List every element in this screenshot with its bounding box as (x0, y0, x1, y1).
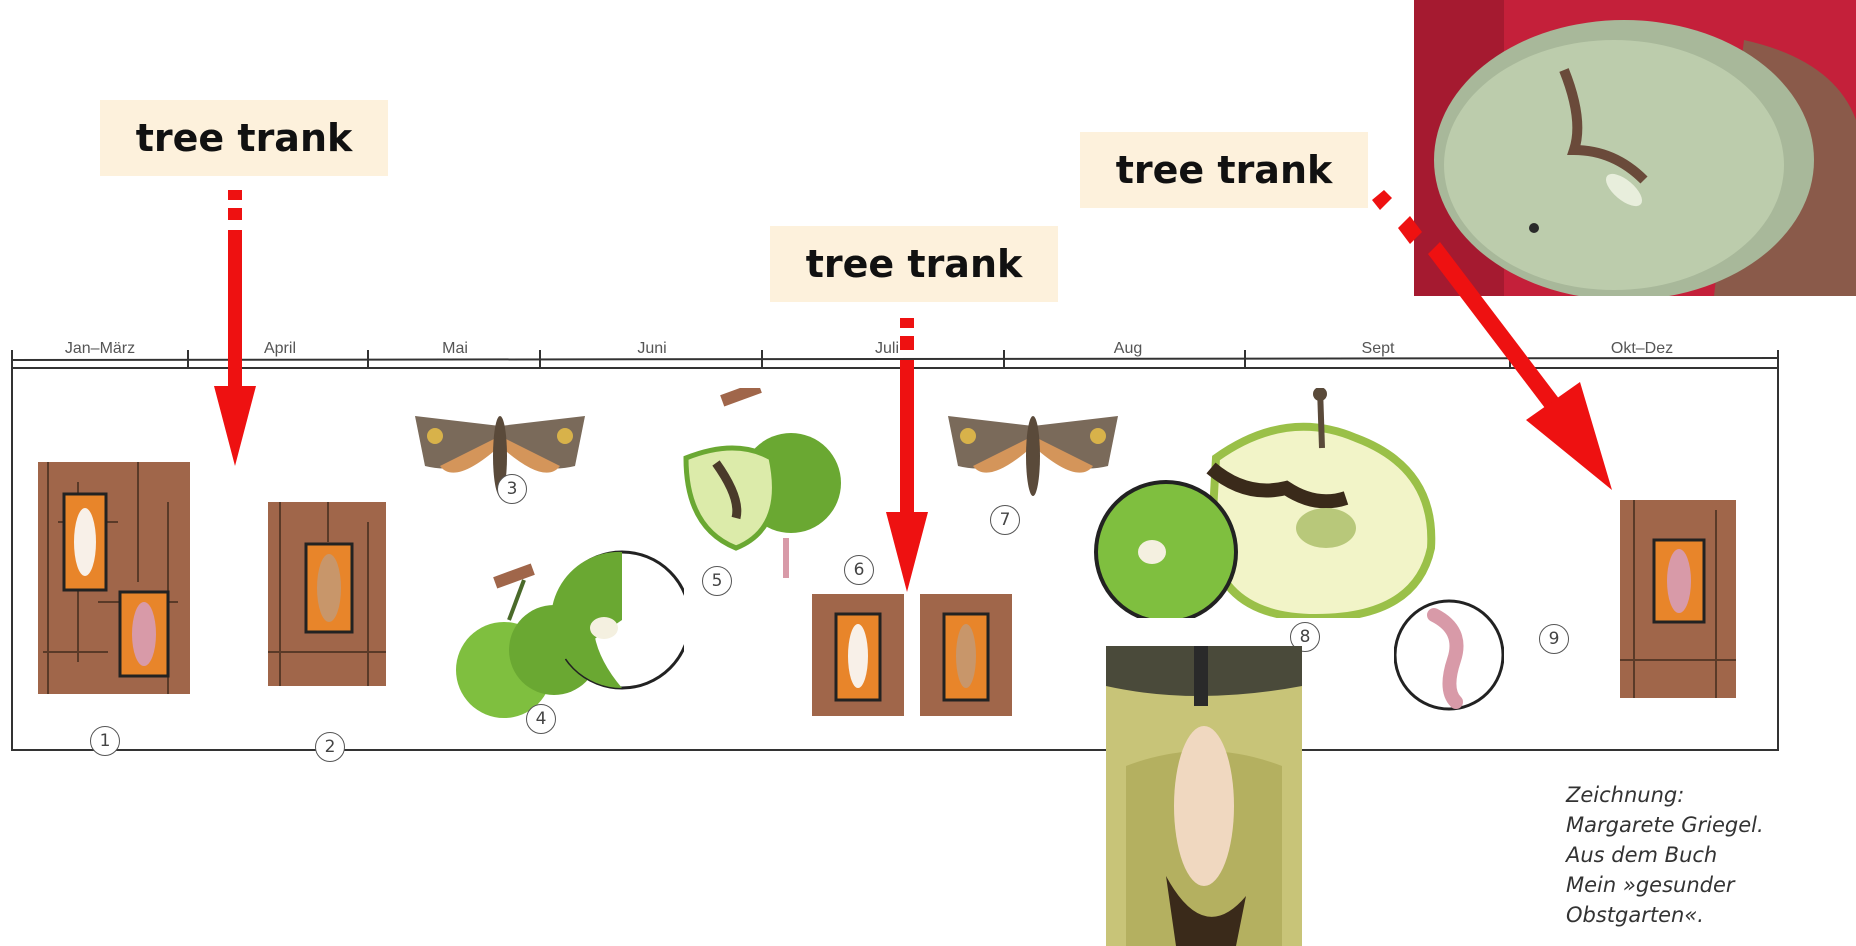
arrow-2-head (886, 512, 928, 592)
arrow-2-dash-a (900, 318, 914, 328)
illustration-credit: Zeichnung: Margarete Griegel. Aus dem Bu… (1566, 780, 1764, 930)
arrow-2-shaft (900, 360, 914, 520)
arrow-1-head (214, 386, 256, 466)
arrow-3-shaft (1428, 242, 1560, 412)
arrow-1-dash-b (228, 208, 242, 220)
credit-line-5: Obstgarten«. (1566, 900, 1764, 930)
tree-trank-callout-1: tree trank (100, 100, 388, 176)
credit-line-3: Aus dem Buch (1566, 840, 1764, 870)
tree-trank-callout-3: tree trank (1080, 132, 1368, 208)
credit-line-1: Zeichnung: (1566, 780, 1764, 810)
arrow-3-dash-b (1398, 216, 1422, 244)
tree-trank-callout-2: tree trank (770, 226, 1058, 302)
arrow-3-dash-a (1372, 190, 1392, 210)
arrow-2-dash-b (900, 336, 914, 350)
credit-line-2: Margarete Griegel. (1566, 810, 1764, 840)
credit-line-4: Mein »gesunder (1566, 870, 1764, 900)
arrow-1-shaft (228, 230, 242, 400)
arrow-1-dash-a (228, 190, 242, 200)
